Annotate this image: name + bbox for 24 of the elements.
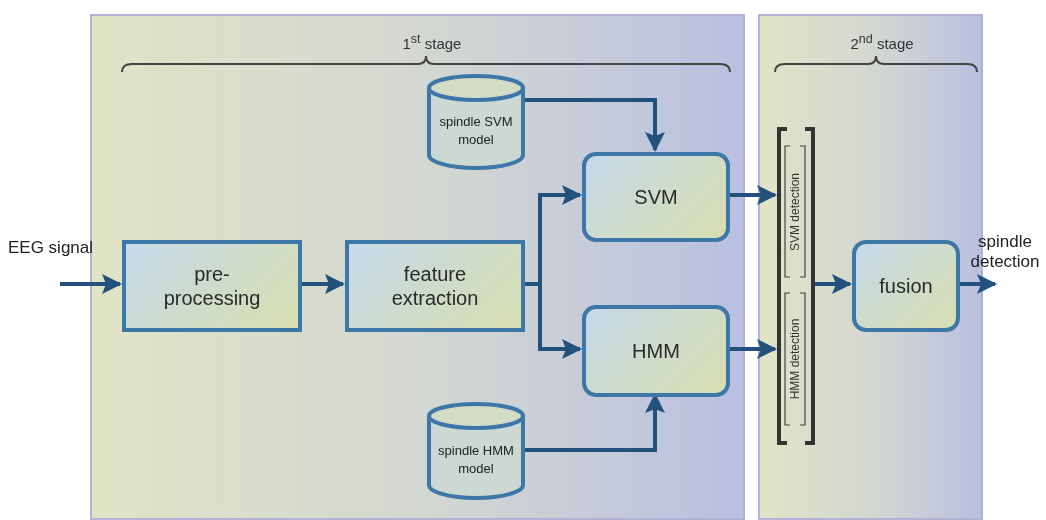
arrow: [728, 339, 777, 359]
stage-heading: 1$^{st}$ stage: [402, 32, 462, 52]
vertical-label: SVM detection: [788, 172, 802, 251]
detection-bracket: [784, 145, 806, 278]
vertical-label: HMM detection: [787, 318, 802, 400]
database-cylinder: spindle SVM model: [427, 74, 525, 170]
process-box: fusion: [852, 240, 960, 332]
edge-label: spindle detection: [969, 232, 1041, 273]
stage-panel: [90, 14, 745, 520]
arrow: [813, 274, 852, 294]
database-cylinder: spindle HMM model: [427, 402, 525, 500]
stage-heading: 2$^{nd}$ stage: [850, 32, 914, 52]
process-box: feature extraction: [345, 240, 525, 332]
bracket-group: [777, 127, 815, 445]
process-box: HMM: [582, 305, 730, 397]
arrow: [958, 274, 997, 294]
arrow: [728, 185, 777, 205]
process-box: pre-processing: [122, 240, 302, 332]
edge-label: EEG signal: [8, 238, 94, 259]
detection-bracket: [784, 292, 806, 426]
arrow: [300, 274, 345, 294]
arrow: [60, 274, 122, 294]
arrow: [523, 98, 665, 152]
process-box: SVM: [582, 152, 730, 242]
